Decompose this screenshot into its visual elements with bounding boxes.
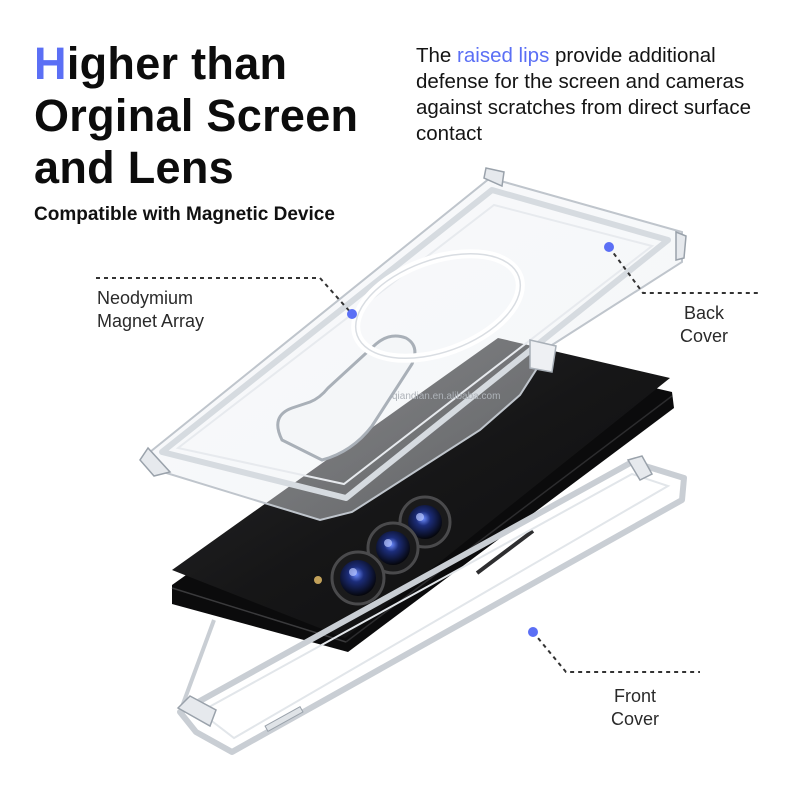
callout-magnet-line-1: Neodymium <box>97 288 194 308</box>
description-after: provide additional defense for the scree… <box>416 44 751 145</box>
feature-description: The raised lips provide additional defen… <box>416 43 786 147</box>
headline-line-1: Higher than <box>34 38 358 90</box>
camera-lens-icon <box>366 521 420 575</box>
camera-module <box>314 495 452 606</box>
headline-line-2: Orginal Screen <box>34 90 359 141</box>
callout-magnet-array: Neodymium Magnet Array <box>97 287 204 333</box>
camera-lens-icon <box>330 550 386 606</box>
headline-line-3: and Lens <box>34 142 234 193</box>
subheading: Compatible with Magnetic Device <box>34 204 335 225</box>
description-before: The <box>416 44 458 67</box>
headline: Higher than Orginal Screen and Lens <box>34 38 358 194</box>
callout-back-line-2: Cover <box>680 326 729 346</box>
callout-lines <box>96 246 758 673</box>
callout-magnet-line-2: Magnet Array <box>97 311 205 331</box>
headline-line-1-text: igher than <box>66 38 288 89</box>
callout-front-cover: Front Cover <box>611 685 659 731</box>
callout-dot-icon <box>347 309 357 319</box>
callout-dot-icon <box>528 627 538 637</box>
front-cover <box>176 455 687 755</box>
callout-dot-icon <box>604 242 614 252</box>
description-highlight: raised lips <box>457 44 550 67</box>
callout-front-line-2: Cover <box>611 709 660 729</box>
back-cover <box>139 167 687 522</box>
callout-front-line-1: Front <box>614 686 657 706</box>
watermark: qiandian.en.alibaba.com <box>392 391 500 402</box>
callout-back-line-1: Back <box>683 303 725 323</box>
callout-back-cover: Back Cover <box>680 302 728 348</box>
camera-flash-icon <box>314 576 322 584</box>
headline-accent-letter: H <box>34 38 67 89</box>
